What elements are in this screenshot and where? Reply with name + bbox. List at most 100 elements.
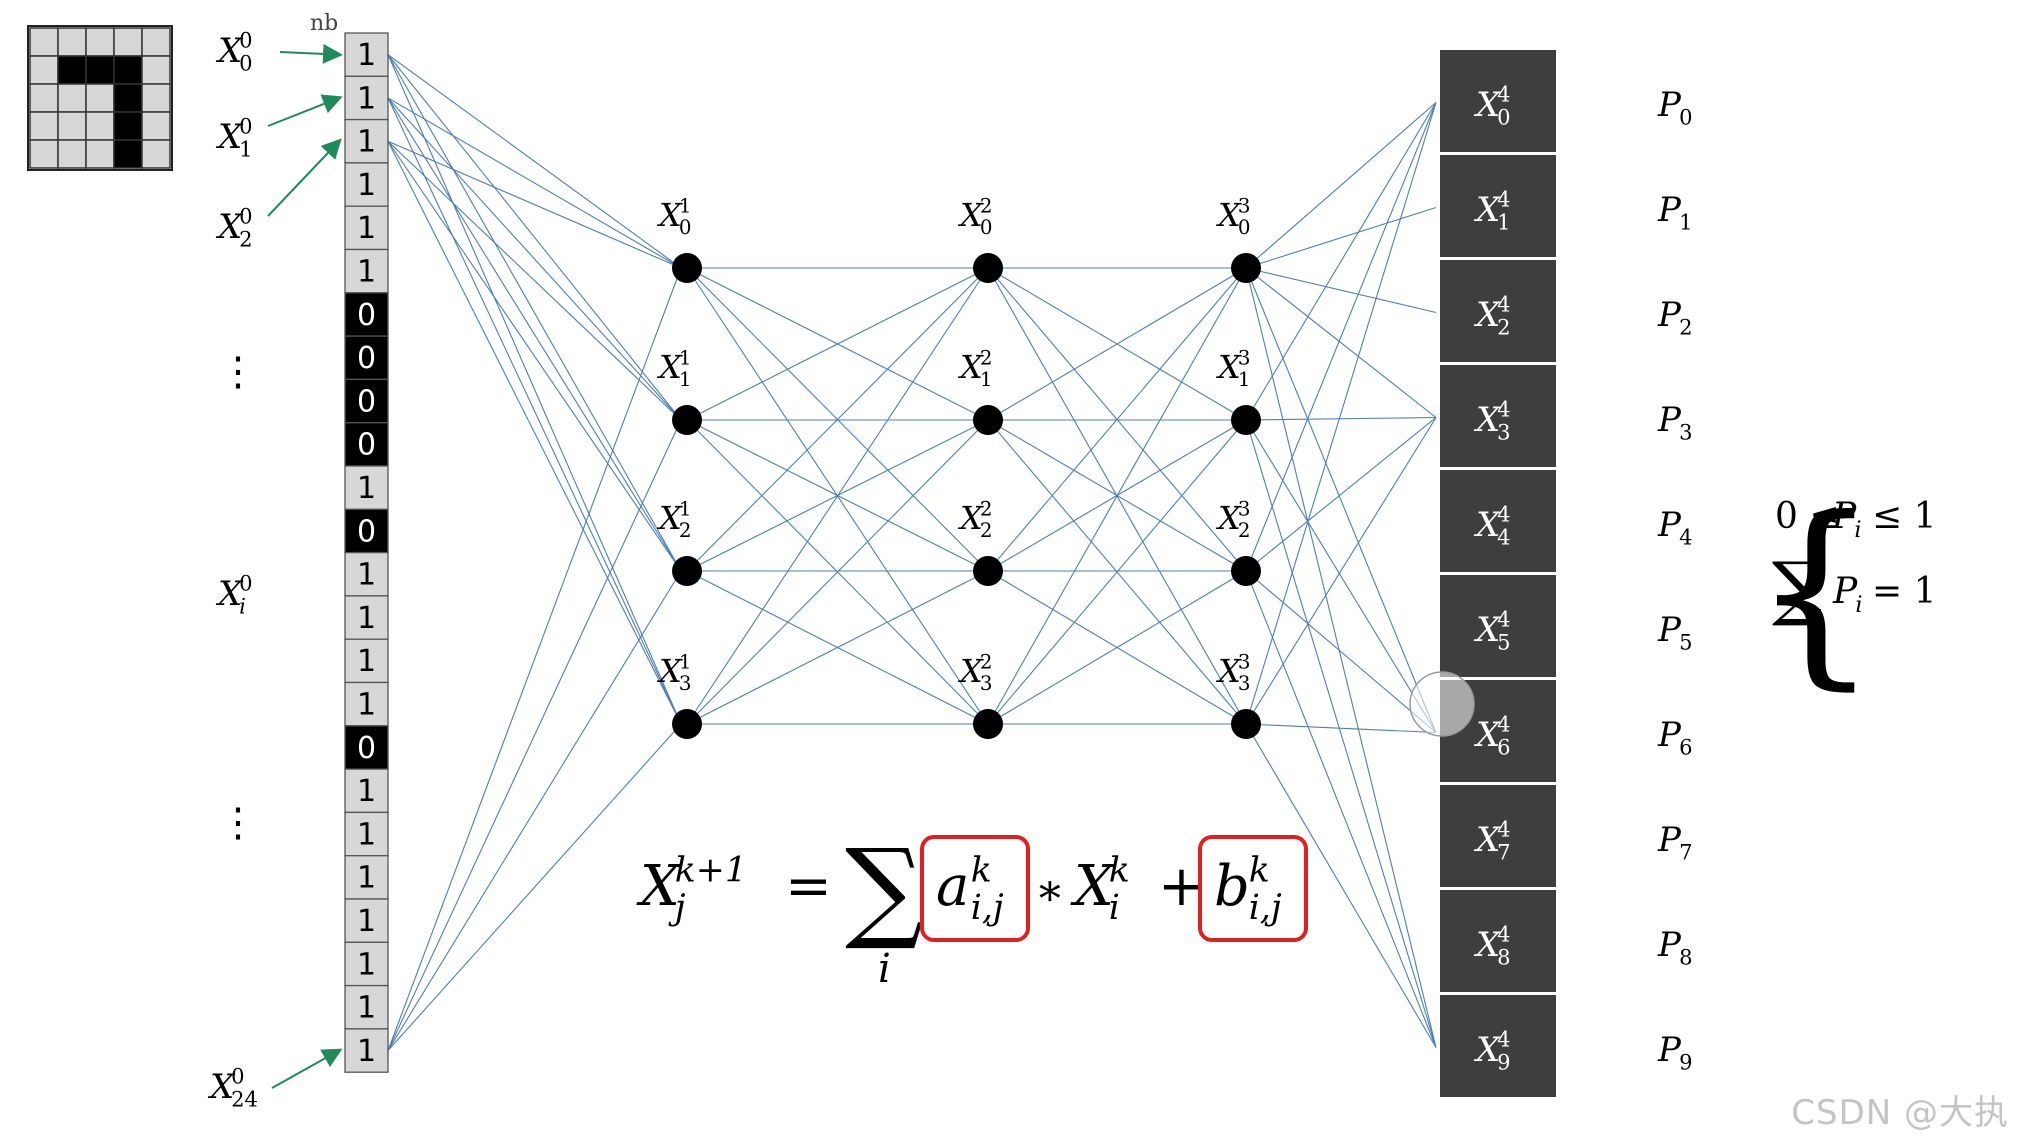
ellipsis: ⋮ bbox=[218, 800, 258, 846]
input-edge bbox=[387, 97, 682, 421]
pixel-cell bbox=[29, 27, 59, 57]
neuron-1-2 bbox=[672, 556, 702, 586]
output-edge bbox=[1245, 206, 1437, 269]
output-label-7-sub: 7 bbox=[1497, 840, 1510, 865]
neuron-1-1 bbox=[672, 405, 702, 435]
output-label-8: X48 bbox=[1473, 922, 1511, 970]
neuron-label-1-2: X12 bbox=[656, 498, 691, 542]
constraint-2-sum: ∑ bbox=[1772, 547, 1822, 629]
output-label-7-base: X bbox=[1473, 820, 1502, 860]
output-label-6: X46 bbox=[1473, 712, 1511, 760]
input-label-1-sub: 1 bbox=[239, 137, 252, 162]
neuron-label-2-1-base: X bbox=[957, 348, 984, 386]
input-edge bbox=[387, 140, 682, 269]
neuron-label-1-2-sub: 2 bbox=[679, 519, 692, 542]
pixel-grid-border bbox=[27, 25, 173, 171]
neuron-label-1-3-sup: 1 bbox=[679, 651, 692, 674]
neuron-label-1-0-sub: 0 bbox=[679, 216, 692, 239]
formula-plus: + bbox=[1158, 854, 1205, 919]
prob-4-sub: 4 bbox=[1679, 525, 1692, 550]
neuron-label-1-1-sup: 1 bbox=[679, 347, 692, 370]
input-cell-value: 1 bbox=[357, 125, 376, 160]
weight-highlight bbox=[920, 835, 1030, 942]
output-label-3-base: X bbox=[1473, 400, 1502, 440]
output-label-1-base: X bbox=[1473, 190, 1502, 230]
pixel-cell bbox=[29, 111, 59, 141]
output-label-7: X47 bbox=[1473, 817, 1511, 865]
input-label-24-sup: 0 bbox=[231, 1064, 244, 1089]
input-edge bbox=[387, 54, 682, 269]
output-edge bbox=[1245, 417, 1437, 572]
output-edge bbox=[1245, 102, 1437, 269]
input-label-i-base: X bbox=[215, 574, 244, 614]
input-cell-value: 1 bbox=[357, 688, 376, 723]
input-cell-value: 0 bbox=[357, 298, 376, 333]
prob-5-sub: 5 bbox=[1679, 630, 1692, 655]
neuron-label-1-2-base: X bbox=[656, 499, 683, 537]
output-edge bbox=[1245, 267, 1437, 1048]
output-label-6-base: X bbox=[1473, 715, 1502, 755]
hidden-edge bbox=[686, 267, 989, 572]
output-label-9: X49 bbox=[1473, 1027, 1511, 1075]
neuron-label-1-3-sub: 3 bbox=[679, 672, 692, 695]
neuron-label-2-3-sub: 3 bbox=[980, 672, 993, 695]
pixel-cell bbox=[113, 139, 143, 169]
hidden-edge bbox=[686, 267, 989, 421]
output-box-5 bbox=[1440, 575, 1556, 677]
input-label-2-base: X bbox=[215, 207, 244, 247]
formula-bias: bki,j bbox=[1214, 850, 1282, 928]
output-label-0-sub: 0 bbox=[1497, 105, 1510, 130]
input-cell bbox=[344, 378, 389, 424]
output-edge bbox=[1245, 267, 1437, 418]
prob-3-sub: 3 bbox=[1679, 420, 1692, 445]
input-cell-value: 1 bbox=[357, 904, 376, 939]
input-cell bbox=[344, 465, 389, 510]
input-cell-value: 1 bbox=[357, 644, 376, 679]
prob-6-base: P bbox=[1657, 715, 1682, 755]
pixel-cell bbox=[141, 139, 171, 169]
neuron-label-3-1-sup: 3 bbox=[1238, 347, 1251, 370]
hidden-edge bbox=[686, 570, 989, 725]
cursor-indicator bbox=[1409, 671, 1475, 737]
input-cell bbox=[344, 292, 389, 337]
input-label-0-sub: 0 bbox=[239, 51, 252, 76]
input-label-1-base: X bbox=[215, 117, 244, 157]
formula-sum: ∑ bbox=[845, 825, 924, 953]
neuron-label-2-1-sub: 1 bbox=[980, 368, 993, 391]
output-edge bbox=[1245, 723, 1437, 734]
pixel-cell bbox=[57, 139, 87, 169]
input-arrow bbox=[267, 94, 343, 127]
prob-5: P5 bbox=[1657, 610, 1693, 655]
input-cell-value: 1 bbox=[357, 558, 376, 593]
output-label-2-base: X bbox=[1473, 295, 1502, 335]
input-edge bbox=[387, 723, 682, 1051]
neuron-label-2-0-base: X bbox=[957, 196, 984, 234]
pixel-cell bbox=[29, 55, 59, 85]
prob-6-sub: 6 bbox=[1679, 735, 1692, 760]
neuron-label-1-1-base: X bbox=[656, 348, 683, 386]
neuron-label-3-3: X33 bbox=[1215, 651, 1250, 695]
pixel-cell bbox=[113, 27, 143, 57]
input-label-0-base: X bbox=[215, 31, 244, 71]
input-label-2: X02 bbox=[215, 204, 253, 252]
prob-6: P6 bbox=[1657, 715, 1693, 760]
prob-3: P3 bbox=[1657, 400, 1693, 445]
input-cell bbox=[344, 32, 389, 77]
input-cell-value: 1 bbox=[357, 601, 376, 636]
probability-constraints: {0 ≤ Pi ≤ 1∑Pi = 1 bbox=[1752, 475, 1937, 708]
input-label-2-sub: 2 bbox=[239, 227, 252, 252]
formula-lhs-sup: k+1 bbox=[675, 850, 747, 890]
neuron-label-2-3-base: X bbox=[957, 652, 984, 690]
neuron-label-3-3-base: X bbox=[1215, 652, 1242, 690]
output-box-3 bbox=[1440, 365, 1556, 467]
prob-7-base: P bbox=[1657, 820, 1682, 860]
neuron-3-3 bbox=[1231, 709, 1261, 739]
input-label-i-sup: 0 bbox=[239, 571, 252, 596]
output-label-0: X40 bbox=[1473, 82, 1511, 130]
neuron-label-1-1-sub: 1 bbox=[679, 368, 692, 391]
prob-0-sub: 0 bbox=[1679, 105, 1692, 130]
output-label-5-base: X bbox=[1473, 610, 1502, 650]
neuron-label-2-2-base: X bbox=[957, 499, 984, 537]
pixel-cell bbox=[85, 83, 115, 113]
prob-9-base: P bbox=[1657, 1030, 1682, 1070]
